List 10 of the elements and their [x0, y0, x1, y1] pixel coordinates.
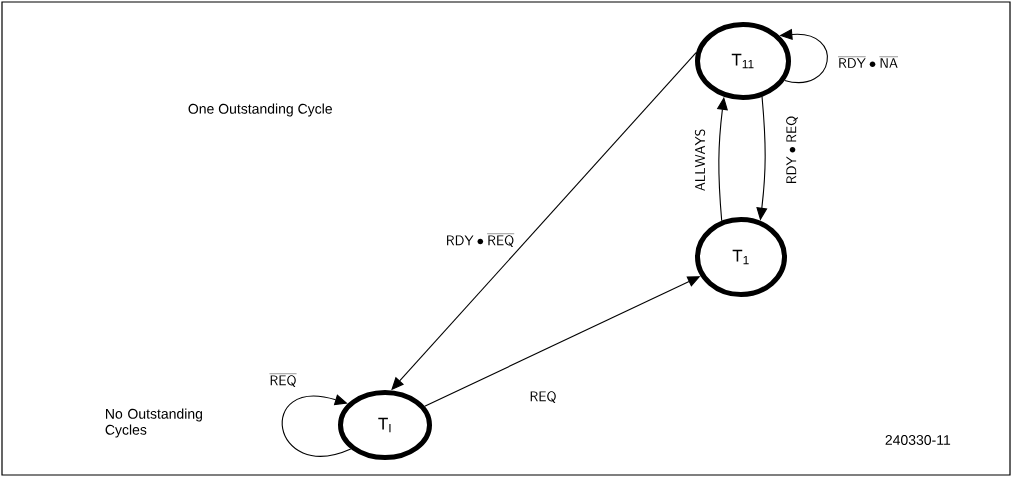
edge-label: $\overline{\mathsf{RDY}}\bullet\overline{\mathsf{NA}}$	[838, 56, 898, 68]
region-label: No Outstanding Cycles	[105, 408, 202, 438]
edge-label: $\overline{\mathsf{REQ}}$	[269, 373, 297, 387]
edge-label: $\mathsf{ALLWAYS}$	[694, 129, 706, 191]
arrow	[281, 394, 352, 457]
edge-label: $\mathsf{RDY}\bullet\mathsf{REQ}$	[786, 116, 798, 183]
edge-label: $\mathsf{RDY}\bullet\overline{\mathsf{REQ}}$	[447, 233, 515, 247]
region-label: 240330-11	[885, 435, 951, 445]
region-label: One Outstanding Cycle	[188, 103, 332, 117]
edge-label: $\mathsf{REQ}$	[530, 391, 556, 403]
